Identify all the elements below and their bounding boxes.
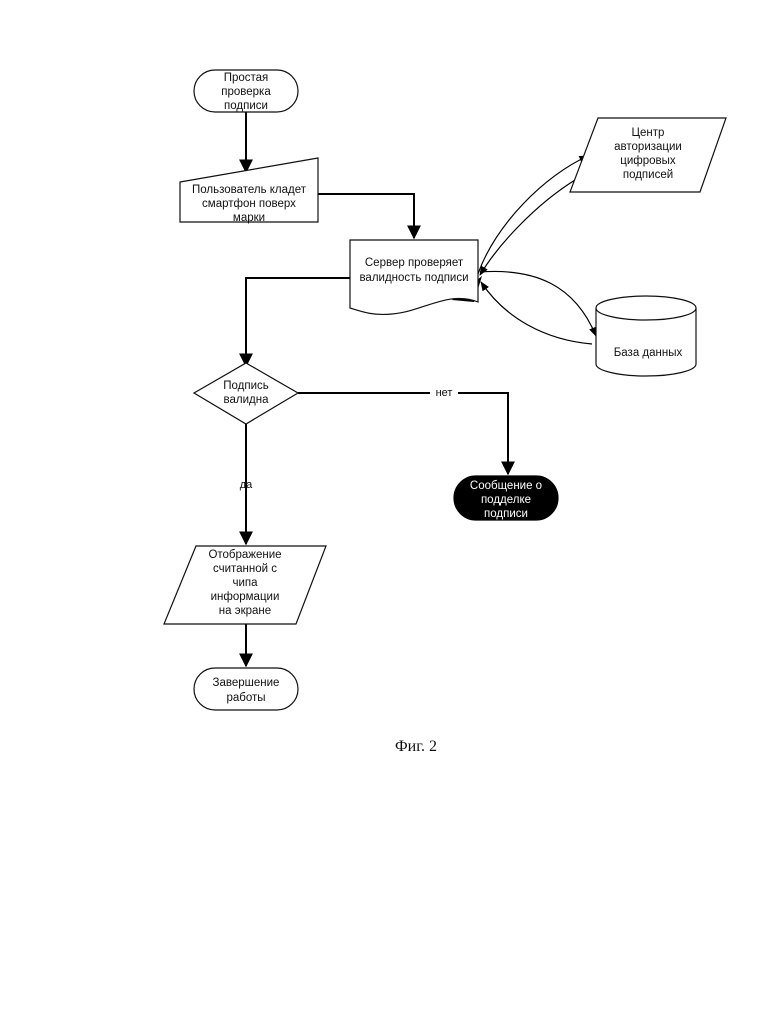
link-server-to-auth-center	[478, 156, 588, 274]
node-decision: Подпись валидна	[194, 363, 298, 424]
node-server-check: Сервер проверяет валидность подписи	[350, 240, 478, 314]
link-database-to-server	[481, 282, 592, 344]
node-start-line-1: Простая	[224, 72, 269, 84]
link-auth-center-to-server	[480, 180, 575, 275]
node-display-info-line-5: на экране	[219, 605, 271, 617]
node-decision-line-2: валидна	[224, 394, 270, 406]
node-forgery-message-line-2: подделке	[481, 494, 531, 506]
node-decision-line-1: Подпись	[223, 380, 269, 392]
node-database-line-1: База данных	[614, 347, 683, 359]
node-display-info-line-3: чипа	[232, 577, 258, 589]
node-forgery-message-line-3: подписи	[484, 508, 528, 520]
node-start-line-2: проверка	[221, 86, 271, 98]
node-end: Завершение работы	[194, 668, 298, 710]
node-auth-center: Центр авторизации цифровых подписей	[570, 118, 726, 192]
node-display-info: Отображение считанной с чипа информации на э…	[164, 546, 326, 624]
node-database: База данных	[596, 296, 696, 376]
node-auth-center-line-1: Центр	[632, 127, 665, 139]
node-display-info-line-4: информации	[211, 591, 280, 603]
node-display-info-line-2: считанной с	[213, 563, 277, 575]
node-auth-center-line-2: авторизации	[614, 141, 682, 153]
node-display-info-line-1: Отображение	[208, 549, 281, 561]
link-server-to-database	[480, 271, 596, 336]
node-end-line-1: Завершение	[213, 677, 280, 689]
node-auth-center-line-3: цифровых	[620, 155, 676, 167]
svg-text:База данных: База данных	[614, 347, 683, 359]
node-end-line-2: работы	[226, 692, 265, 704]
node-user-action-line-1: Пользователь кладет	[192, 184, 307, 196]
arrow-server-to-decision	[246, 278, 350, 366]
arrow-decision-no-to-forgery	[298, 393, 508, 474]
edge-label-no: нет	[436, 387, 453, 399]
node-user-action-line-2: смартфон поверх	[202, 198, 296, 210]
node-user-action: Пользователь кладет смартфон поверх марки	[180, 158, 318, 224]
node-start-line-3: подписи	[224, 100, 268, 112]
node-server-check-line-1: Сервер проверяет	[365, 257, 464, 269]
node-server-check-line-2: валидность подписи	[359, 272, 468, 284]
node-auth-center-line-4: подписей	[623, 169, 673, 181]
node-user-action-line-3: марки	[233, 212, 265, 224]
node-forgery-message-line-1: Сообщение о	[470, 480, 542, 492]
node-start: Простая проверка подписи	[194, 70, 298, 112]
figure-caption: Фиг. 2	[395, 738, 437, 755]
svg-text:Простаяпроверкаподписи: Простая проверка подписи	[221, 72, 271, 112]
arrow-user-action-to-server	[318, 194, 414, 238]
node-forgery-message: Сообщение о подделке подписи	[454, 476, 558, 520]
edge-label-yes: да	[240, 479, 253, 491]
